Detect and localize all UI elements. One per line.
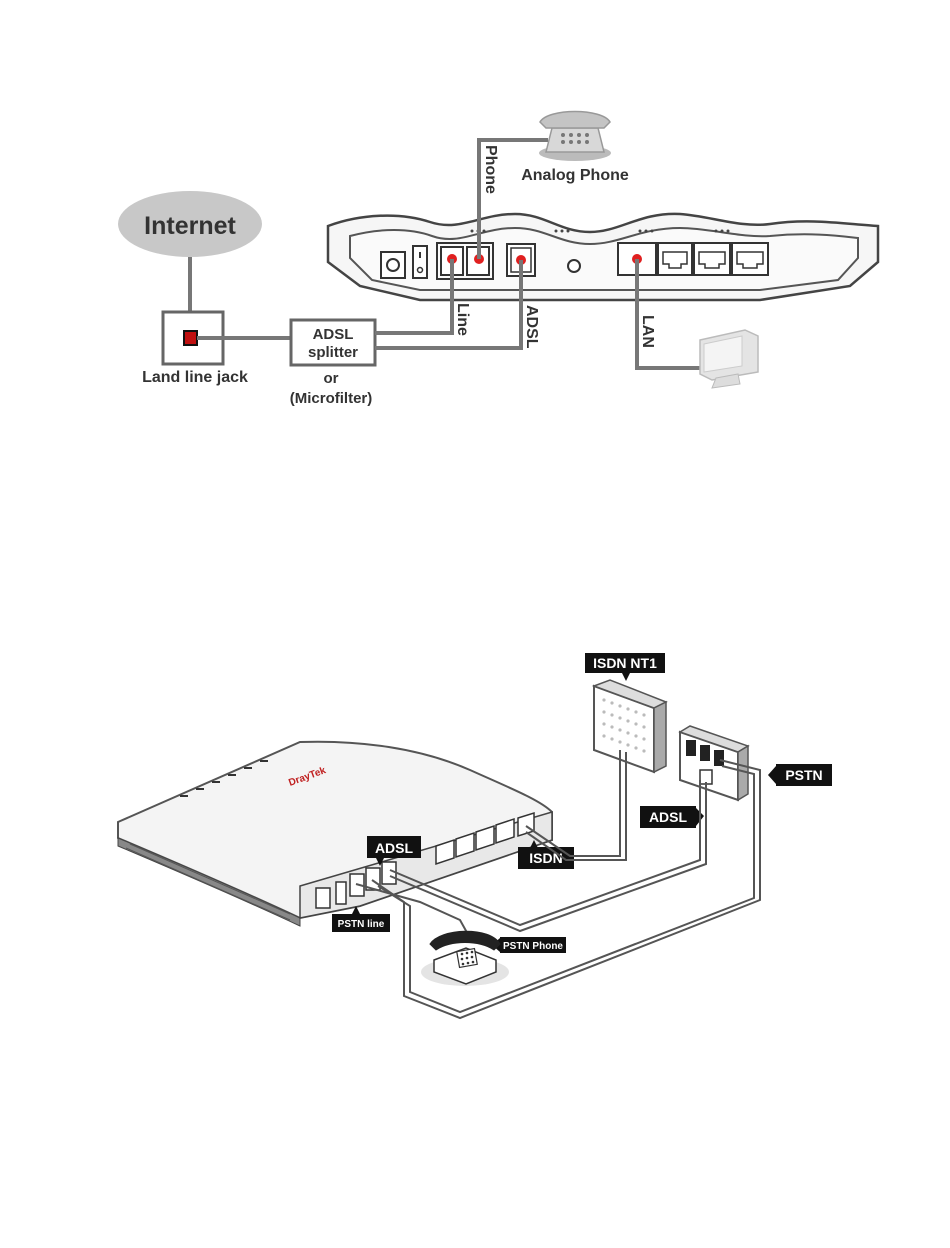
diagram-isdn-pstn-connection: DrayTek xyxy=(118,653,832,1018)
pstn-phone-label: PSTN Phone xyxy=(503,941,563,952)
reset-hole xyxy=(568,260,580,272)
isdn-nt1-label: ISDN NT1 xyxy=(593,655,657,671)
land-line-jack-socket xyxy=(184,331,197,345)
analog-phone-label: Analog Phone xyxy=(521,167,629,184)
adsl-router-label: ADSL xyxy=(375,840,414,856)
pstn-line-label: PSTN line xyxy=(338,919,385,930)
isdn-nt1-tag: ISDN NT1 xyxy=(585,653,665,681)
diagram-adsl-connection: Internet Land line jack ADSL splitter or… xyxy=(118,112,878,408)
adsl-wall-label: ADSL xyxy=(649,809,688,825)
or-label: or xyxy=(324,370,339,387)
lan-ports xyxy=(618,243,768,275)
pstn-phone-tag: PSTN Phone xyxy=(492,937,566,953)
isdn-nt1-box xyxy=(594,680,666,772)
adsl-label: ADSL xyxy=(523,305,540,349)
internet-label: Internet xyxy=(144,212,236,240)
pstn-tag: PSTN xyxy=(768,764,832,786)
adsl-splitter-label-2: splitter xyxy=(308,344,358,361)
pstn-label: PSTN xyxy=(785,767,822,783)
phone-label: Phone xyxy=(482,145,499,194)
isdn-label: ISDN xyxy=(529,850,562,866)
land-line-jack-label: Land line jack xyxy=(142,369,248,386)
adsl-splitter-label-1: ADSL xyxy=(313,326,354,343)
adsl-wall-tag: ADSL xyxy=(640,806,704,828)
lan-label: LAN xyxy=(639,315,656,348)
microfilter-label: (Microfilter) xyxy=(290,390,373,407)
wall-socket xyxy=(680,726,748,800)
line-label: Line xyxy=(454,303,471,336)
pc-icon xyxy=(700,330,758,388)
pstn-phone-icon xyxy=(421,931,509,986)
analog-phone-icon xyxy=(539,112,611,162)
